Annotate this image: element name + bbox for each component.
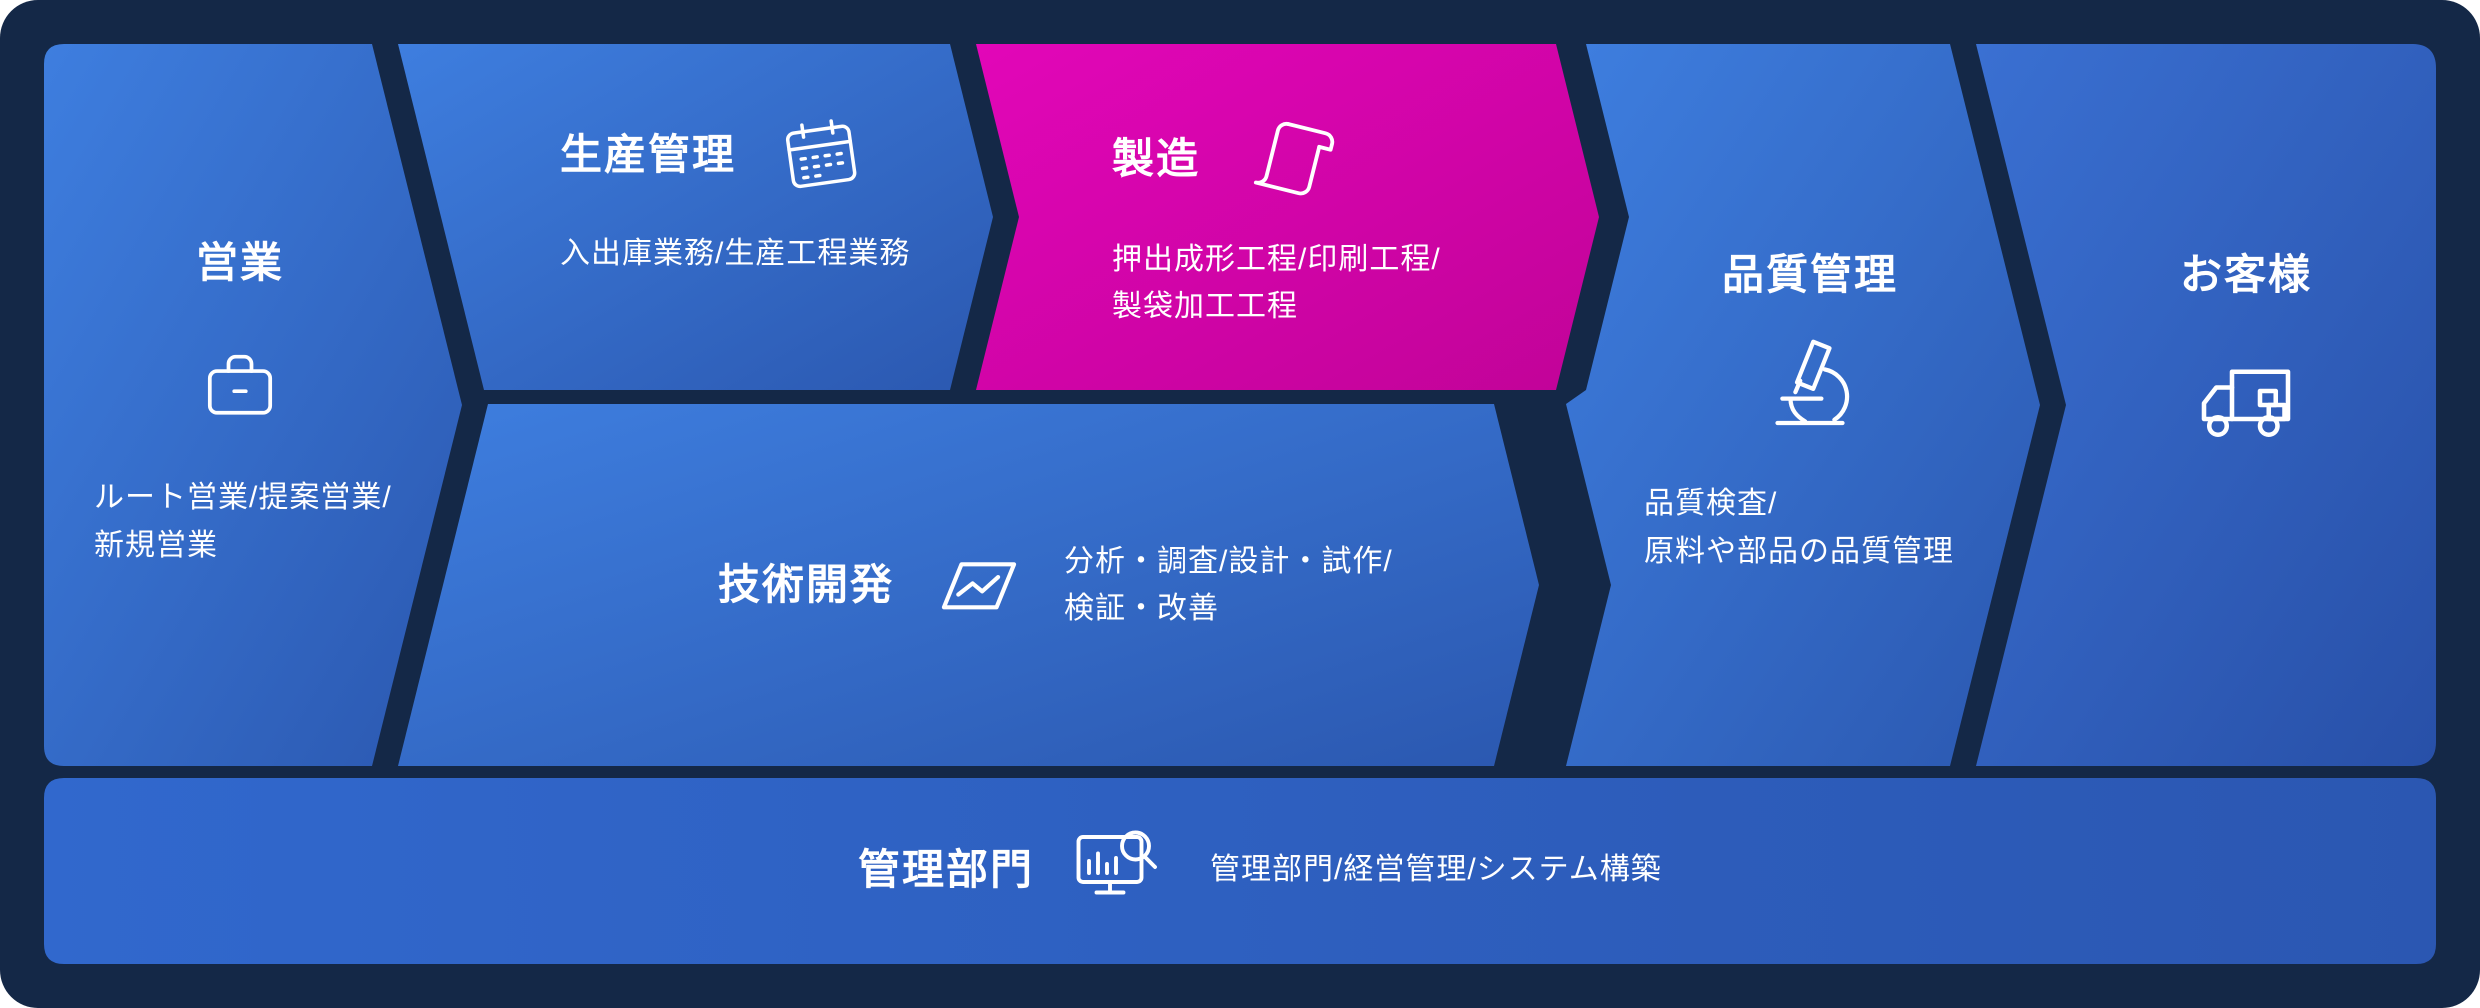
desc-line: 品質検査/ bbox=[1644, 487, 1778, 521]
panel-manufacturing-header: 製造 bbox=[1112, 112, 1441, 206]
sales-panel-shape bbox=[44, 44, 462, 766]
panel-sales-title: 営業 bbox=[195, 239, 284, 286]
admin-panel-shape bbox=[44, 778, 2436, 964]
panel-development: 技術開発 分析・調査/設計・試作/ 検証・改善 bbox=[718, 519, 1393, 651]
calendar-icon bbox=[785, 119, 857, 189]
desc-line: 分析・調査/設計・試作/ bbox=[1064, 544, 1393, 578]
truck-icon bbox=[2201, 369, 2291, 438]
desc-line: 新規営業 bbox=[94, 528, 218, 562]
scroll-icon bbox=[1253, 121, 1335, 196]
panel-quality-description: 品質検査/ 原料や部品の品質管理 bbox=[1638, 480, 1982, 575]
desc-line: 入出庫業務/生産工程業務 bbox=[560, 237, 911, 270]
blueprint-icon bbox=[941, 562, 1017, 610]
desc-line: 押出成形工程/印刷工程/ bbox=[1112, 243, 1441, 276]
panel-production-control-title: 生産管理 bbox=[560, 130, 737, 178]
panel-production-control-description: 入出庫業務/生産工程業務 bbox=[560, 230, 910, 277]
desc-line: ルート営業/提案営業/ bbox=[94, 481, 392, 515]
panel-quality: 品質管理 品質検査/ 原料や部品の品質管理 bbox=[1638, 250, 1982, 575]
panel-sales: 営業 ルート営業/提案営業/ 新規営業 bbox=[70, 238, 410, 569]
manufacturing-panel-shape bbox=[976, 44, 1599, 390]
panel-manufacturing-description: 押出成形工程/印刷工程/ 製袋加工工程 bbox=[1112, 236, 1441, 331]
panel-customer: お客様 bbox=[2128, 250, 2364, 454]
panel-development-description: 分析・調査/設計・試作/ 検証・改善 bbox=[1064, 538, 1393, 633]
panel-production-control-header: 生産管理 bbox=[560, 112, 910, 198]
panel-admin-description: 管理部門/経営管理/システム構築 bbox=[1210, 846, 1662, 893]
desc-line: 管理部門/経営管理/システム構築 bbox=[1210, 853, 1662, 887]
panel-development-title: 技術開発 bbox=[718, 560, 895, 608]
panel-admin: 管理部門 管理部門/経営管理/システム構築 bbox=[858, 818, 1662, 922]
panel-production-control: 生産管理 入出庫業務/生産工程業務 bbox=[560, 112, 910, 277]
monitor-chart-icon bbox=[1076, 830, 1157, 895]
panel-manufacturing-title: 製造 bbox=[1112, 134, 1201, 182]
briefcase-icon bbox=[207, 355, 273, 416]
panel-sales-description: ルート営業/提案営業/ 新規営業 bbox=[70, 474, 410, 569]
panel-manufacturing: 製造 押出成形工程/印刷工程/ 製袋加工工程 bbox=[1112, 112, 1441, 331]
desc-line: 原料や部品の品質管理 bbox=[1644, 534, 1954, 568]
production-control-panel-shape bbox=[398, 44, 993, 390]
desc-line: 検証・改善 bbox=[1064, 592, 1220, 625]
panel-admin-title: 管理部門 bbox=[858, 845, 1035, 893]
microscope-icon bbox=[1775, 340, 1850, 426]
panel-customer-title: お客様 bbox=[2179, 251, 2312, 298]
panel-quality-title: 品質管理 bbox=[1721, 251, 1898, 298]
desc-line: 製袋加工工程 bbox=[1112, 290, 1298, 324]
quality-panel-shape bbox=[1566, 44, 2040, 766]
